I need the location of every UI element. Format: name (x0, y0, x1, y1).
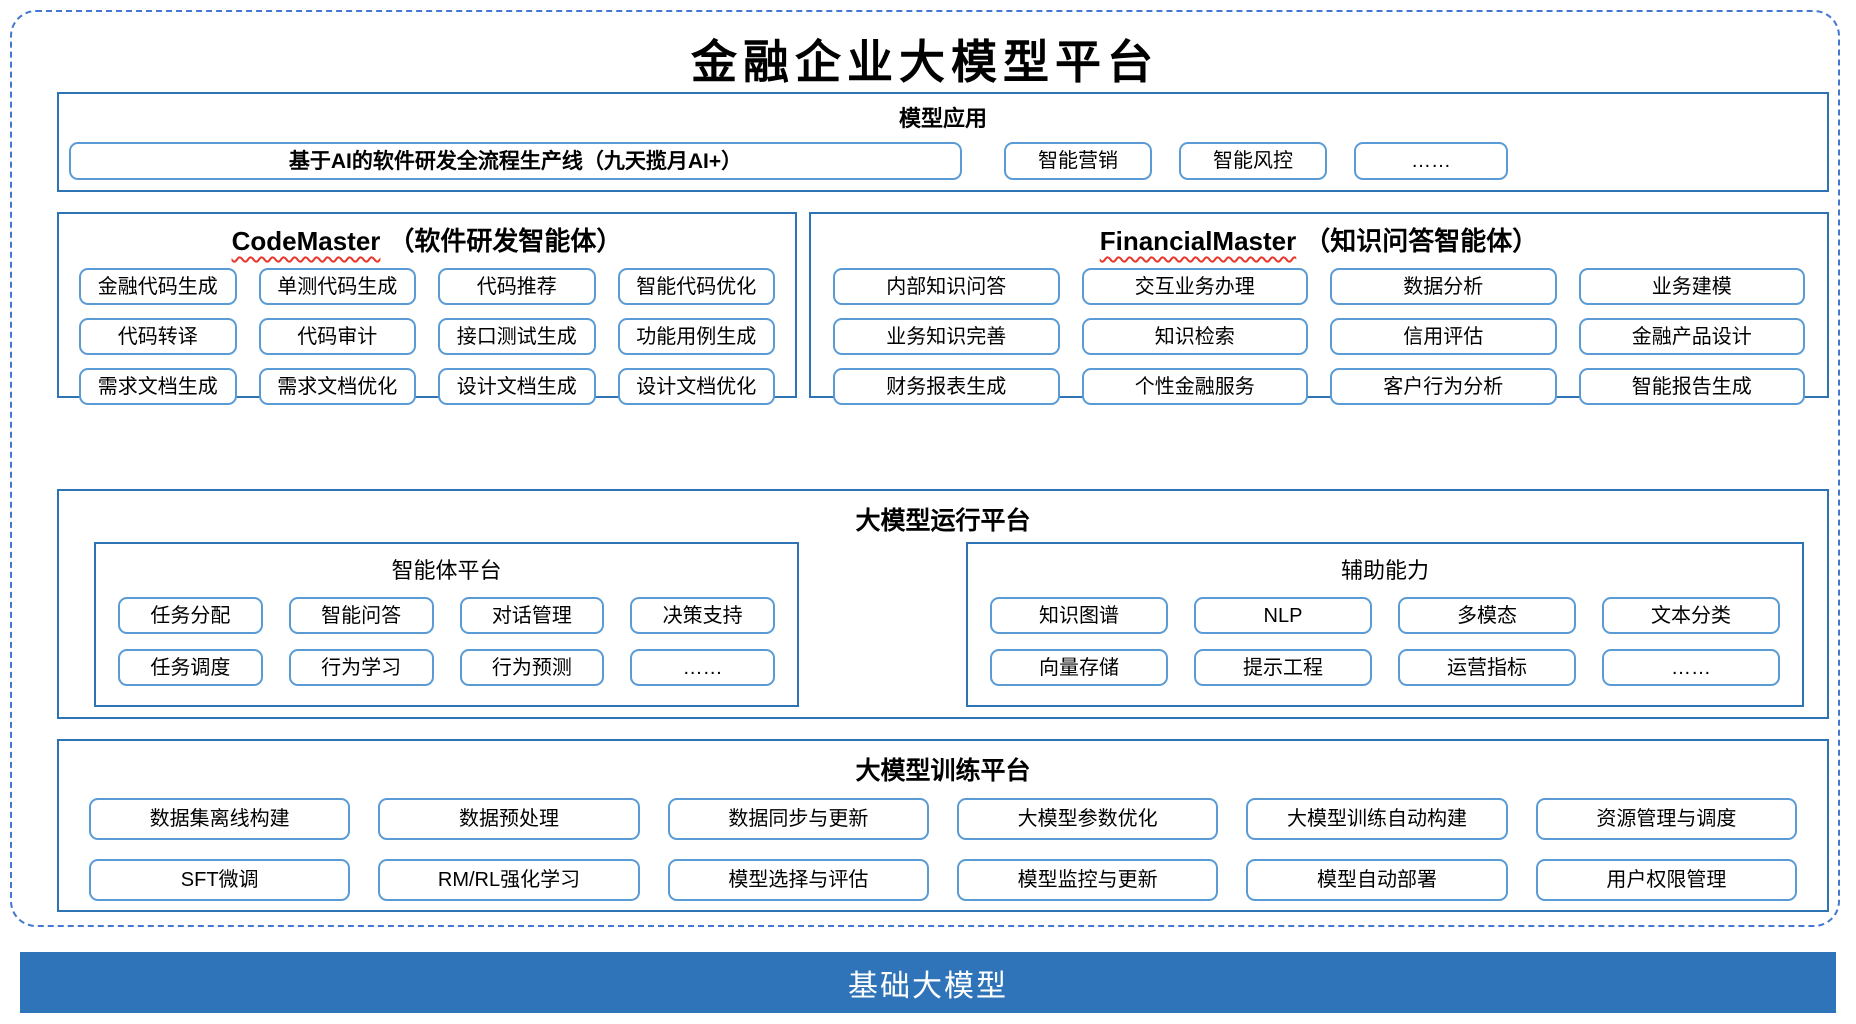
capability-item: 客户行为分析 (1330, 368, 1557, 405)
capability-item: 对话管理 (459, 597, 605, 634)
capability-item-ai-pipeline: 基于AI的软件研发全流程生产线（九天揽月AI+） (69, 142, 962, 180)
capability-item: 资源管理与调度 (1535, 798, 1797, 840)
capability-item-ellipsis: …… (630, 649, 775, 686)
agents-row: CodeMaster（软件研发智能体） 金融代码生成 单测代码生成 代码推荐 智… (57, 212, 1829, 405)
aux-ability-grid: 知识图谱 NLP 多模态 文本分类 向量存储 提示工程 运营指标 …… (990, 597, 1780, 686)
capability-item: 行为预测 (459, 649, 605, 686)
capability-item: 交互业务办理 (1081, 268, 1308, 305)
capability-item: 数据集离线构建 (89, 798, 351, 840)
capability-item: 大模型参数优化 (957, 798, 1219, 840)
capability-item-ellipsis: …… (1602, 649, 1780, 686)
capability-item: 业务知识完善 (833, 318, 1060, 355)
capability-item: 用户权限管理 (1535, 859, 1797, 901)
base-model-bar: 基础大模型 (20, 952, 1836, 1013)
capability-item: 模型选择与评估 (667, 859, 929, 901)
capability-item: 任务调度 (118, 649, 263, 686)
capability-item: 个性金融服务 (1081, 368, 1308, 405)
capability-item: 行为学习 (288, 649, 434, 686)
section-run-platform: 大模型运行平台 智能体平台 任务分配 智能问答 对话管理 决策支持 任务调度 行… (57, 489, 1829, 719)
capability-item: 代码推荐 (438, 268, 596, 305)
subsection-agent-platform: 智能体平台 任务分配 智能问答 对话管理 决策支持 任务调度 行为学习 行为预测… (94, 542, 799, 707)
financialmaster-title-cn: （知识问答智能体） (1304, 226, 1539, 256)
capability-item: 信用评估 (1330, 318, 1557, 355)
capability-item: 智能报告生成 (1578, 368, 1805, 405)
codemaster-title-cn: （软件研发智能体） (388, 226, 623, 256)
section-model-applications-header: 模型应用 (898, 106, 987, 131)
capability-item: 智能问答 (288, 597, 434, 634)
financialmaster-grid: 内部知识问答 交互业务办理 数据分析 业务建模 业务知识完善 知识检索 信用评估… (833, 268, 1805, 405)
section-financialmaster: FinancialMaster（知识问答智能体） 内部知识问答 交互业务办理 数… (809, 212, 1829, 405)
section-run-platform-header: 大模型运行平台 (855, 507, 1031, 535)
section-train-platform: 大模型训练平台 数据集离线构建 数据预处理 数据同步与更新 大模型参数优化 大模… (57, 739, 1829, 912)
capability-item: 代码转译 (79, 318, 237, 355)
codemaster-title: CodeMaster（软件研发智能体） (59, 221, 795, 258)
capability-item: 代码审计 (258, 318, 416, 355)
train-platform-grid: 数据集离线构建 数据预处理 数据同步与更新 大模型参数优化 大模型训练自动构建 … (89, 798, 1797, 901)
capability-item: 文本分类 (1602, 597, 1780, 634)
capability-item: 智能营销 (1004, 142, 1152, 180)
base-model-label: 基础大模型 (848, 969, 1008, 1003)
capability-item: 金融代码生成 (79, 268, 237, 305)
page-title: 金融企业大模型平台 (691, 35, 1159, 89)
agent-platform-title: 智能体平台 (391, 558, 502, 583)
capability-item: 大模型训练自动构建 (1246, 798, 1508, 840)
capability-item: 设计文档生成 (438, 368, 596, 405)
capability-item: 业务建模 (1578, 268, 1805, 305)
codemaster-grid: 金融代码生成 单测代码生成 代码推荐 智能代码优化 代码转译 代码审计 接口测试… (79, 268, 775, 405)
capability-item: 数据预处理 (378, 798, 640, 840)
capability-item: 金融产品设计 (1578, 318, 1805, 355)
capability-item: 智能风控 (1179, 142, 1327, 180)
capability-item: 需求文档生成 (79, 368, 237, 405)
capability-item: 知识检索 (1081, 318, 1308, 355)
capability-item: 向量存储 (990, 649, 1168, 686)
capability-item: 数据同步与更新 (667, 798, 929, 840)
capability-item: 单测代码生成 (258, 268, 416, 305)
capability-item: 接口测试生成 (438, 318, 596, 355)
financialmaster-title: FinancialMaster（知识问答智能体） (811, 221, 1827, 258)
capability-item: 知识图谱 (990, 597, 1168, 634)
capability-item: 运营指标 (1398, 649, 1576, 686)
capability-item: 任务分配 (118, 597, 263, 634)
codemaster-title-en: CodeMaster (231, 226, 381, 256)
model-applications-row: 基于AI的软件研发全流程生产线（九天揽月AI+） 智能营销 智能风控 …… (69, 142, 1817, 180)
capability-item: 设计文档优化 (617, 368, 775, 405)
agent-platform-grid: 任务分配 智能问答 对话管理 决策支持 任务调度 行为学习 行为预测 …… (118, 597, 775, 686)
capability-item: 数据分析 (1330, 268, 1557, 305)
capability-item: 需求文档优化 (258, 368, 416, 405)
capability-item: 功能用例生成 (617, 318, 775, 355)
subsection-aux-ability: 辅助能力 知识图谱 NLP 多模态 文本分类 向量存储 提示工程 运营指标 …… (966, 542, 1804, 707)
capability-item: 模型监控与更新 (957, 859, 1219, 901)
platform-dashed-border: 金融企业大模型平台 模型应用 基于AI的软件研发全流程生产线（九天揽月AI+） … (10, 10, 1840, 927)
capability-item: NLP (1194, 597, 1372, 634)
capability-item: 财务报表生成 (833, 368, 1060, 405)
capability-item: 提示工程 (1194, 649, 1372, 686)
capability-item: 智能代码优化 (617, 268, 775, 305)
section-model-applications: 模型应用 基于AI的软件研发全流程生产线（九天揽月AI+） 智能营销 智能风控 … (57, 92, 1829, 192)
capability-item: SFT微调 (89, 859, 351, 901)
section-codemaster: CodeMaster（软件研发智能体） 金融代码生成 单测代码生成 代码推荐 智… (57, 212, 797, 405)
financialmaster-title-en: FinancialMaster (1099, 226, 1297, 256)
capability-item-ellipsis: …… (1354, 142, 1508, 180)
section-train-platform-header: 大模型训练平台 (855, 757, 1031, 785)
capability-item: 模型自动部署 (1246, 859, 1508, 901)
aux-ability-title: 辅助能力 (1340, 558, 1429, 583)
capability-item: 多模态 (1398, 597, 1576, 634)
capability-item: 决策支持 (630, 597, 775, 634)
capability-item: RM/RL强化学习 (378, 859, 640, 901)
capability-item: 内部知识问答 (833, 268, 1060, 305)
